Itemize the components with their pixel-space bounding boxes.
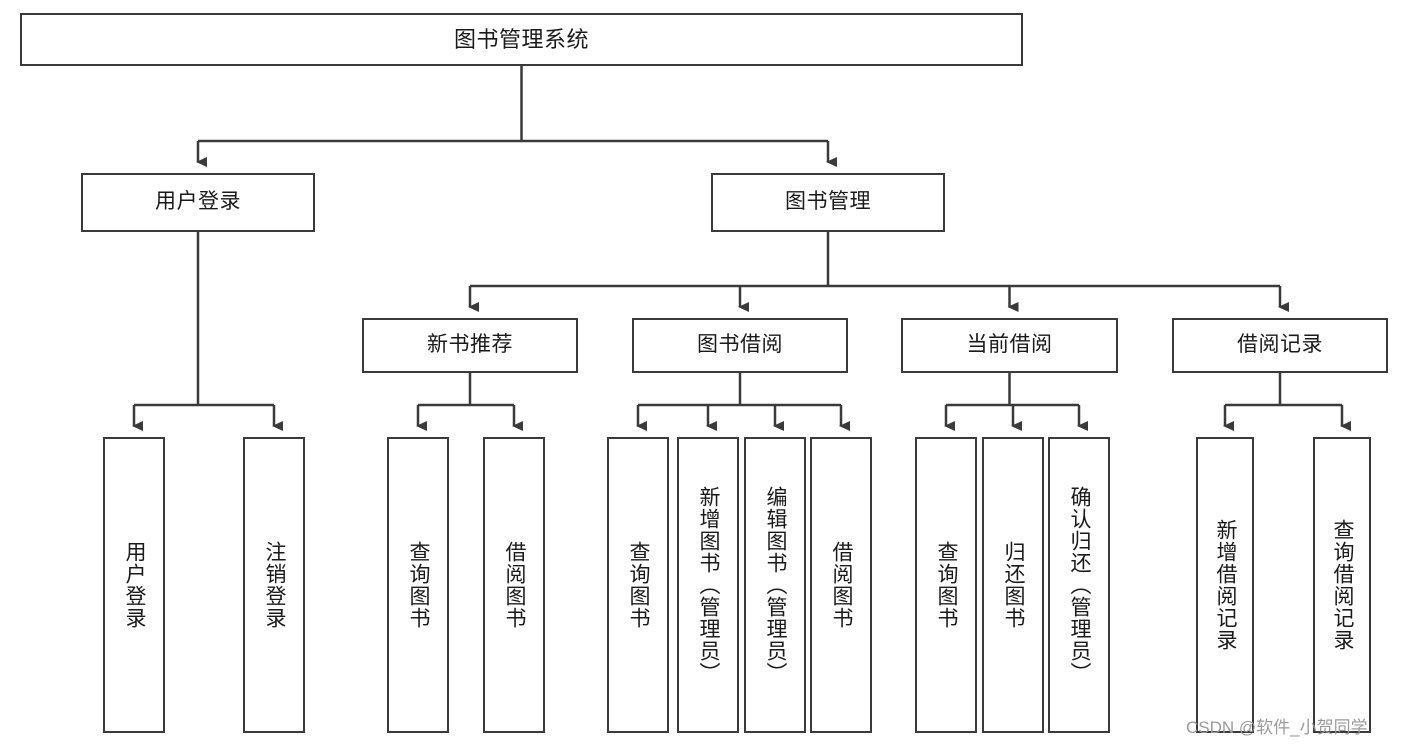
node-l3[interactable]: 查询图书 bbox=[387, 437, 449, 733]
node-l7[interactable]: 编辑图书（管理员） bbox=[744, 437, 806, 733]
node-label: 编辑图书（管理员） bbox=[764, 486, 788, 684]
node-l4[interactable]: 借阅图书 bbox=[483, 437, 545, 733]
node-label: 用户登录 bbox=[155, 190, 241, 214]
node-l13[interactable]: 查询借阅记录 bbox=[1313, 437, 1371, 733]
node-label: 借阅图书 bbox=[830, 541, 854, 629]
node-label: 查询图书 bbox=[627, 541, 651, 629]
node-label: 新增借阅记录 bbox=[1214, 519, 1238, 651]
node-label: 新书推荐 bbox=[427, 333, 513, 357]
node-l1[interactable]: 用户登录 bbox=[103, 437, 165, 733]
node-l5[interactable]: 查询图书 bbox=[607, 437, 669, 733]
node-label: 图书借阅 bbox=[697, 333, 783, 357]
node-label: 图书管理系统 bbox=[453, 26, 589, 52]
node-label: 查询图书 bbox=[407, 541, 431, 629]
node-label: 用户登录 bbox=[123, 541, 147, 629]
node-login[interactable]: 用户登录 bbox=[81, 173, 315, 232]
node-current[interactable]: 当前借阅 bbox=[901, 318, 1118, 373]
node-records[interactable]: 借阅记录 bbox=[1172, 318, 1388, 373]
watermark: CSDN @软件_小贺同学 bbox=[1186, 718, 1368, 737]
node-bookmgmt[interactable]: 图书管理 bbox=[711, 173, 945, 232]
node-borrow[interactable]: 图书借阅 bbox=[632, 318, 848, 373]
node-label: 归还图书 bbox=[1002, 541, 1026, 629]
node-label: 借阅图书 bbox=[503, 541, 527, 629]
node-l12[interactable]: 新增借阅记录 bbox=[1196, 437, 1254, 733]
node-label: 当前借阅 bbox=[966, 333, 1053, 357]
node-label: 查询图书 bbox=[935, 541, 959, 629]
node-l6[interactable]: 新增图书（管理员） bbox=[677, 437, 739, 733]
node-newbook[interactable]: 新书推荐 bbox=[362, 318, 578, 373]
node-l2[interactable]: 注销登录 bbox=[243, 437, 305, 733]
node-label: 确认归还（管理员） bbox=[1068, 486, 1092, 684]
node-label: 查询借阅记录 bbox=[1331, 519, 1355, 651]
node-l11[interactable]: 确认归还（管理员） bbox=[1048, 437, 1110, 733]
node-l9[interactable]: 查询图书 bbox=[915, 437, 977, 733]
node-root[interactable]: 图书管理系统 bbox=[20, 13, 1023, 66]
node-label: 图书管理 bbox=[785, 190, 871, 214]
node-l8[interactable]: 借阅图书 bbox=[810, 437, 872, 733]
node-label: 新增图书（管理员） bbox=[697, 486, 721, 684]
node-label: 注销登录 bbox=[263, 541, 287, 629]
node-l10[interactable]: 归还图书 bbox=[982, 437, 1044, 733]
node-label: 借阅记录 bbox=[1237, 333, 1323, 357]
